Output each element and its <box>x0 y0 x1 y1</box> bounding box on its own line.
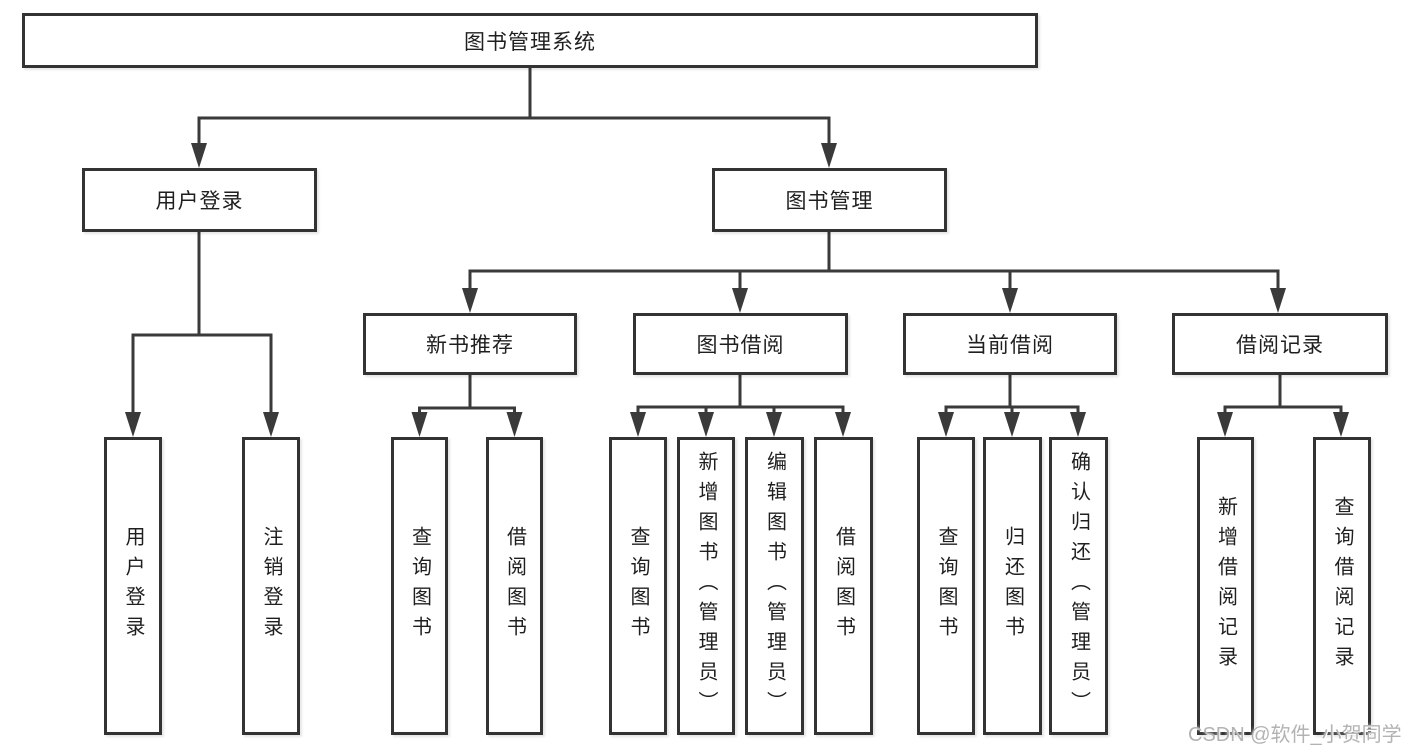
node-label: 图书管理 <box>785 190 874 213</box>
leaf-logout: 注销登录 <box>242 437 300 735</box>
leaf-recommend-query-books: 查询图书 <box>391 437 448 735</box>
leaf-borrow-edit-books-admin: 编辑图书（管理员） <box>745 437 804 735</box>
node-book-management: 图书管理 <box>712 168 947 232</box>
leaf-user-login: 用户登录 <box>104 437 162 735</box>
node-borrow-records: 借阅记录 <box>1172 313 1388 375</box>
node-library-management-system: 图书管理系统 <box>22 13 1038 68</box>
node-current-borrow: 当前借阅 <box>903 313 1117 375</box>
node-label: 图书借阅 <box>696 334 785 357</box>
leaf-label: 借阅图书 <box>503 526 526 646</box>
leaf-label: 查询借阅记录 <box>1331 496 1353 676</box>
node-book-borrow: 图书借阅 <box>633 313 848 375</box>
leaf-label: 借阅图书 <box>832 526 855 646</box>
csdn-watermark: CSDN @软件_小贺同学 <box>1188 724 1402 746</box>
leaf-borrow-query-books: 查询图书 <box>609 437 667 735</box>
node-label: 当前借阅 <box>966 334 1054 357</box>
leaf-label: 确认归还（管理员） <box>1067 451 1090 721</box>
leaf-label: 注销登录 <box>260 526 282 646</box>
leaf-borrow-borrow-books: 借阅图书 <box>814 437 873 735</box>
leaf-current-return-books: 归还图书 <box>983 437 1042 735</box>
leaf-label: 编辑图书（管理员） <box>763 451 786 721</box>
leaf-records-query-record: 查询借阅记录 <box>1313 437 1371 735</box>
node-label: 新书推荐 <box>426 334 514 357</box>
node-label: 用户登录 <box>155 190 244 213</box>
leaf-label: 查询图书 <box>408 526 431 646</box>
leaf-label: 归还图书 <box>1001 526 1024 646</box>
node-label: 借阅记录 <box>1236 334 1324 357</box>
leaf-label: 用户登录 <box>122 526 144 646</box>
leaf-label: 新增图书（管理员） <box>695 451 717 721</box>
leaf-label: 查询图书 <box>935 526 957 646</box>
node-new-book-recommend: 新书推荐 <box>363 313 577 375</box>
node-label: 图书管理系统 <box>464 30 596 54</box>
leaf-borrow-add-books-admin: 新增图书（管理员） <box>677 437 735 735</box>
leaf-label: 新增借阅记录 <box>1214 496 1237 676</box>
leaf-current-confirm-return-admin: 确认归还（管理员） <box>1049 437 1108 735</box>
node-user-login: 用户登录 <box>82 168 317 232</box>
leaf-label: 查询图书 <box>627 526 649 646</box>
leaf-records-add-record: 新增借阅记录 <box>1197 437 1254 735</box>
leaf-current-query-books: 查询图书 <box>917 437 975 735</box>
leaf-recommend-borrow-books: 借阅图书 <box>486 437 543 735</box>
